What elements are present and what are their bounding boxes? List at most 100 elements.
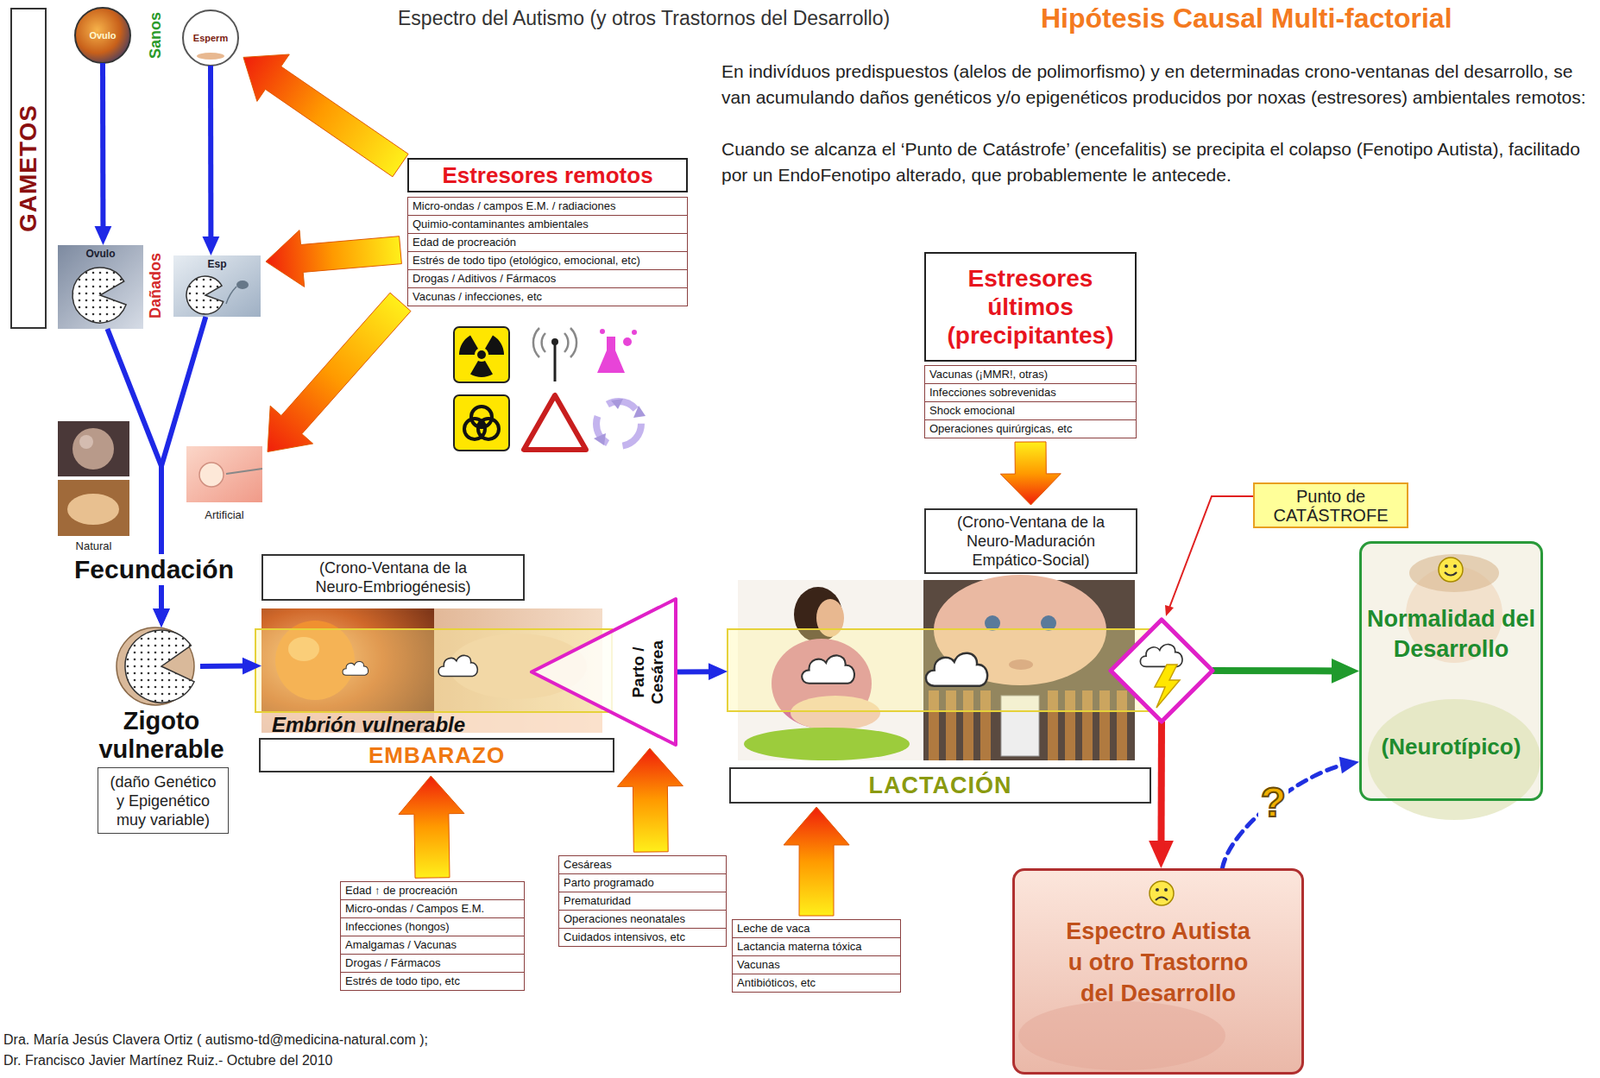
node-text: Ovulo: [88, 30, 116, 41]
healthy-sperm: [182, 10, 239, 66]
breastfeeding-photo: [743, 727, 910, 761]
connector-line: [100, 62, 106, 234]
time-window-band: [801, 655, 855, 683]
connector-line: [675, 668, 717, 675]
connector: [200, 657, 262, 675]
radiation-icon: [470, 360, 493, 378]
edge-label: ?: [1258, 781, 1289, 825]
stage-panel: Embrión vulnerableEMBARAZO: [261, 608, 615, 773]
table-cell: Edad de procreación: [407, 233, 688, 252]
damaged-cell: Esp: [173, 255, 261, 317]
block-arrow-shape: [783, 806, 850, 916]
antenna-icon: [570, 327, 577, 358]
time-window-band: [727, 629, 1159, 712]
healthy-ovum: [75, 7, 131, 63]
node-text: Punto de CATÁSTROFE: [1253, 482, 1409, 529]
antenna-icon: [533, 327, 577, 382]
block-arrow: [265, 230, 402, 288]
table-cell: Leche de vaca: [731, 919, 901, 939]
table-body: Vacunas (¡MMR!, otras)Infecciones sobrev…: [924, 365, 1137, 439]
block-arrow: [783, 806, 850, 916]
table-cell: Shock emocional: [924, 401, 1137, 421]
stressor-table: Estresores remotosMicro-ondas / campos E…: [407, 157, 688, 307]
damaged-sperm: [186, 276, 224, 315]
radiation-icon: [453, 327, 510, 383]
connector: [201, 65, 220, 256]
block-arrow: [1000, 441, 1061, 505]
table-cell: Edad ↑ de procreación: [340, 881, 525, 901]
connector-line: [207, 65, 214, 245]
artificial-fertilization-photo: [226, 468, 263, 474]
node-text: Parto / Cesárea: [629, 629, 668, 716]
radiation-icon: [456, 333, 507, 378]
leader-line: [1165, 604, 1174, 617]
table-cell: Estrés de todo tipo (etológico, emociona…: [407, 251, 688, 271]
connector-line: [1157, 721, 1166, 852]
cell-circle: Ovulo: [75, 7, 131, 63]
recycle-icon: [633, 405, 646, 418]
block-arrow-shape: [617, 748, 683, 852]
smiley-face: [1444, 572, 1457, 576]
node-text: Ovulo: [57, 247, 144, 260]
node-text: Esperm: [193, 32, 228, 44]
diagram-title: Espectro del Autismo (y otros Trastornos…: [397, 6, 890, 31]
photo-frame: Natural: [57, 421, 130, 536]
time-window-band: [727, 629, 1159, 712]
recycle-icon: [593, 433, 606, 446]
warning-icon: [523, 395, 586, 450]
outcome-box: Normalidad del Desarrollo(Neurotípico): [1359, 541, 1544, 801]
stage-panel: LACTACIÓN: [727, 578, 1152, 804]
node-text: Espectro Autista u otro Trastorno del De…: [1058, 915, 1258, 1009]
node-text: LACTACIÓN: [729, 767, 1152, 804]
stressor-table: CesáreasParto programadoPrematuridadOper…: [558, 855, 727, 947]
block-arrow-shape: [1000, 441, 1061, 505]
antenna-icon: [533, 327, 540, 358]
time-window-box: (Crono-Ventana de la Neuro-Maduración Em…: [924, 508, 1138, 574]
damaged-ovum: [72, 267, 126, 323]
cell-circle: Esperm: [182, 10, 239, 66]
shape-outline: [1110, 619, 1213, 722]
group-box: GAMETOS: [10, 7, 47, 329]
node-text: Esp: [173, 258, 261, 271]
biohazard-icon: [453, 395, 510, 451]
connector: [94, 62, 113, 246]
sad-face: [1149, 881, 1174, 906]
stressor-table: Edad ↑ de procreaciónMicro-ondas / Campo…: [340, 881, 525, 991]
smiley-face: [1453, 564, 1457, 568]
damaged-cell: Ovulo: [57, 245, 144, 329]
autism-child-photo: [1014, 869, 1303, 1073]
natural-fertilization-photo: [57, 421, 130, 536]
subtitle: Hipótesis Causal Multi-factorial: [1040, 2, 1453, 35]
table-cell: Micro-ondas / Campos E.M.: [340, 899, 525, 919]
chemical-icon: [631, 329, 637, 335]
smiley-face: [1438, 557, 1463, 582]
zygote: [125, 629, 195, 703]
node-text: Embrión vulnerable: [271, 712, 466, 738]
healthy-sperm: [182, 10, 239, 66]
description-text: En indivíduos predispuestos (alelos de p…: [721, 58, 1589, 111]
connector: [1222, 756, 1360, 869]
table-cell: Drogas / Aditivos / Fármacos: [407, 269, 688, 289]
natural-fertilization-photo: [57, 421, 130, 477]
table-cell: Operaciones neonatales: [558, 909, 727, 929]
antenna-icon: [564, 333, 568, 353]
side-label: Sanos: [146, 12, 165, 59]
connector-line: [1222, 763, 1349, 869]
biohazard-icon: [477, 420, 486, 429]
sad-face: [1155, 888, 1160, 892]
smiley-face: [1438, 557, 1463, 582]
autism-child-photo: [1018, 1001, 1226, 1071]
damaged-ovum: [57, 245, 144, 329]
antenna-icon: [551, 338, 559, 346]
table-body: CesáreasParto programadoPrematuridadOper…: [558, 855, 727, 947]
zygote: [116, 627, 195, 706]
artificial-fertilization-photo: [186, 446, 263, 503]
node-text: (Neurotípico): [1361, 733, 1541, 761]
smiley-face: [1444, 564, 1449, 568]
author-credit: Dra. María Jesús Clavera Ortiz ( autismo…: [3, 1032, 429, 1048]
autism-child-photo: [1014, 869, 1303, 1073]
table-body: Micro-ondas / campos E.M. / radiacionesQ…: [407, 196, 688, 307]
birth-triangle: Parto / Cesárea: [531, 598, 676, 745]
photo-frame: Artificial: [186, 446, 263, 503]
